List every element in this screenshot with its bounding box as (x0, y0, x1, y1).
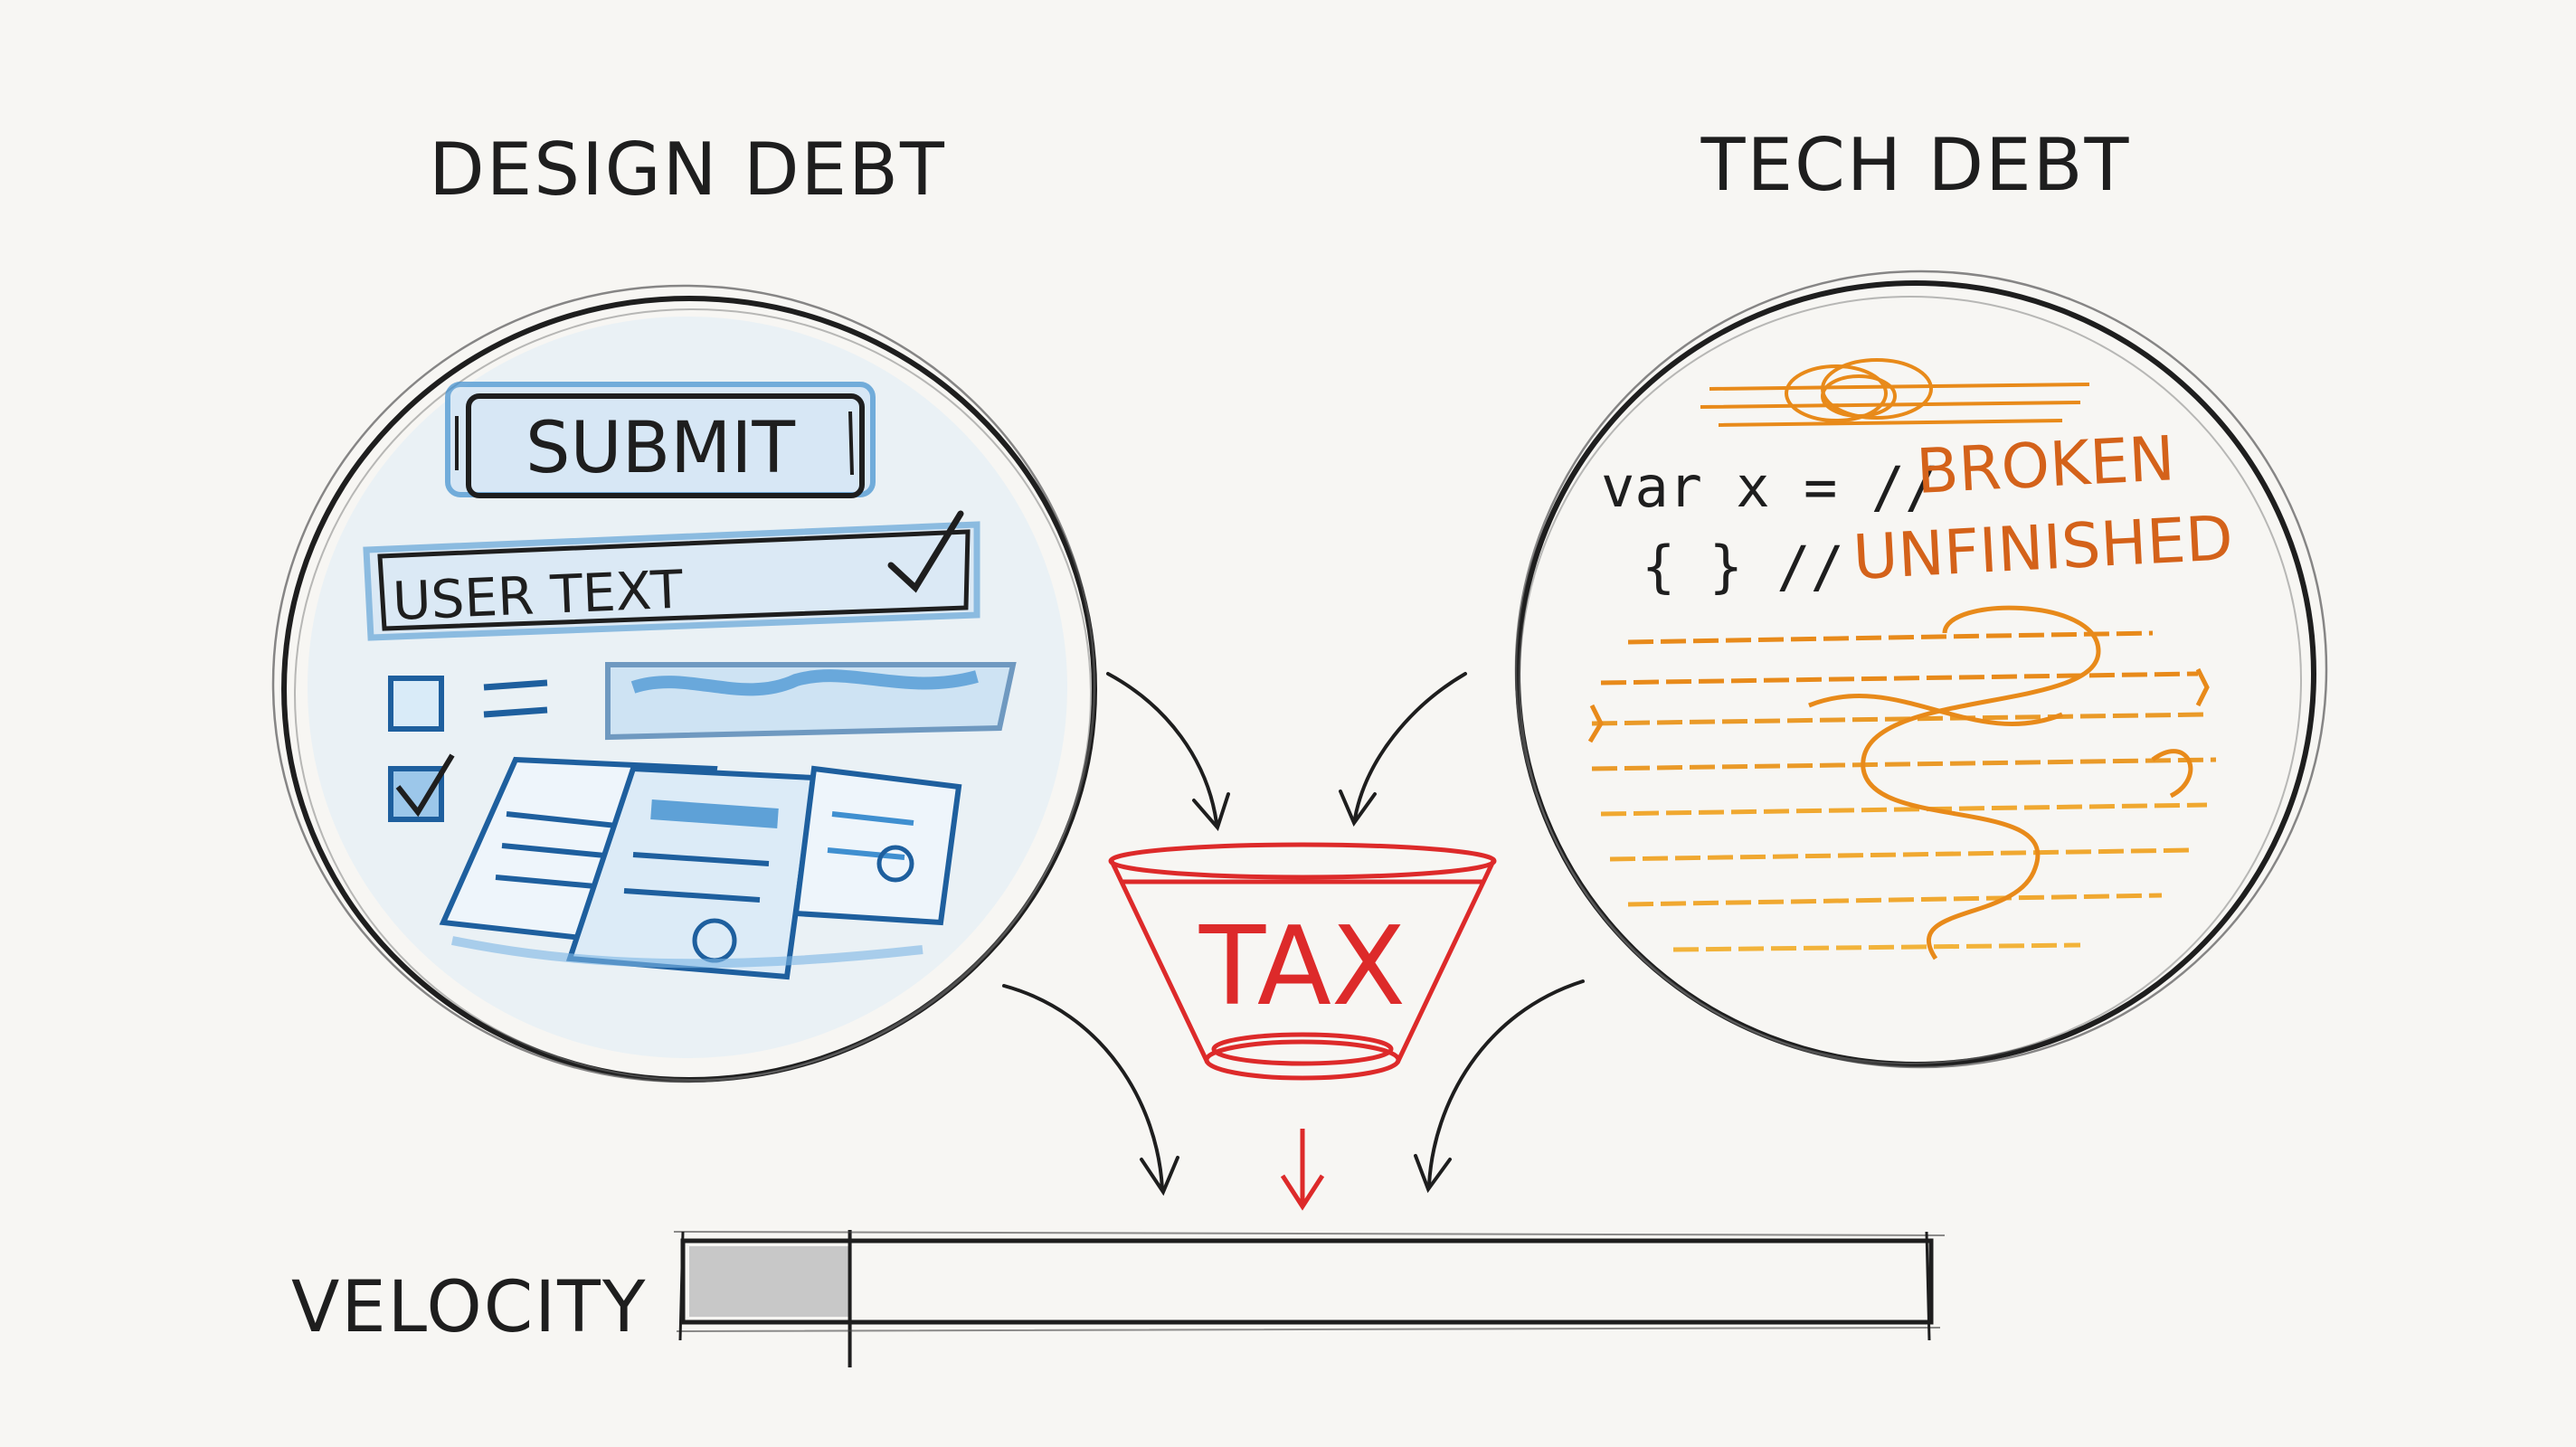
arrow-design-to-velocity (1002, 984, 1164, 1191)
user-text-input-sketch: USER TEXT (363, 510, 980, 641)
design-debt-title: DESIGN DEBT (429, 128, 946, 212)
tax-label: TAX (1198, 904, 1406, 1030)
design-debt-circle: SUBMIT USER TEXT (271, 284, 1097, 1083)
submit-button-sketch: SUBMIT (445, 382, 876, 498)
tax-funnel: TAX (1108, 842, 1497, 1211)
tech-debt-circle: var x = // BROKEN { } // UNFINISHED (1514, 270, 2328, 1069)
velocity-bar-fill (689, 1246, 850, 1317)
velocity-label: VELOCITY (291, 1267, 647, 1348)
down-arrow-icon (1280, 1129, 1325, 1211)
submit-label: SUBMIT (526, 408, 795, 489)
arrow-design-to-tax (1106, 672, 1218, 825)
tangled-code-sketch (1591, 630, 2217, 952)
stacked-cards-sketch (439, 756, 962, 980)
flow-arrows (1002, 672, 1585, 1196)
empty-checkbox-icon (388, 676, 444, 732)
velocity-bar-track (680, 1238, 1934, 1325)
arrow-tech-to-velocity (1427, 979, 1585, 1187)
comment-broken: BROKEN (1915, 423, 2177, 508)
code-scribble-top (1700, 358, 2090, 427)
user-text-label: USER TEXT (392, 559, 685, 632)
arrow-tech-to-tax (1353, 672, 1467, 820)
code-line-braces: { } // (1642, 534, 1844, 600)
tech-debt-title: TECH DEBT (1700, 123, 2131, 207)
velocity-bar (673, 1230, 1946, 1367)
code-line-var: var x = // (1601, 454, 1938, 520)
checkmark-icon (887, 510, 964, 593)
